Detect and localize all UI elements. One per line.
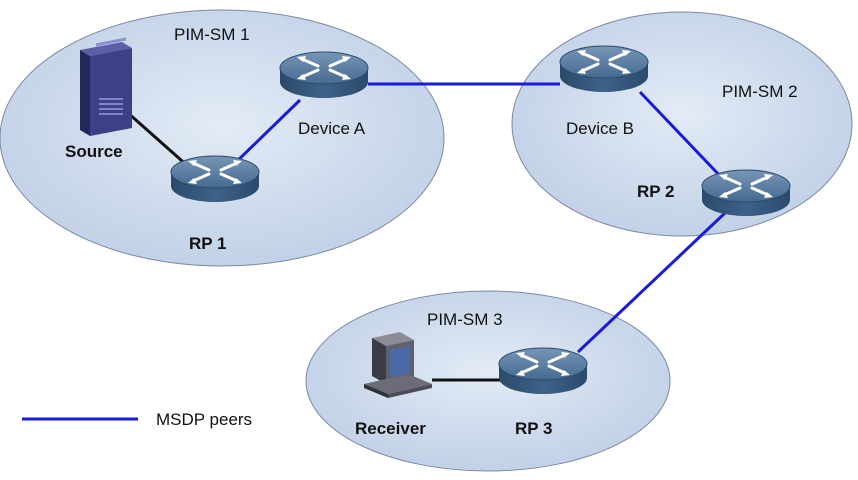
node-label-source: Source bbox=[65, 142, 123, 161]
router-rp3-icon bbox=[497, 346, 589, 396]
router-rp1-icon bbox=[169, 154, 261, 204]
msdp-link-device-b-rp2 bbox=[638, 90, 724, 180]
node-label-receiver: Receiver bbox=[355, 419, 426, 438]
legend: MSDP peers bbox=[22, 410, 252, 429]
domain-label-pim-sm-1: PIM-SM 1 bbox=[174, 25, 250, 44]
node-label-device-b: Device B bbox=[566, 119, 634, 138]
link-source-rp1 bbox=[127, 111, 191, 170]
router-rp2-icon bbox=[700, 168, 792, 218]
msdp-link-rp1-device-a bbox=[228, 98, 302, 170]
legend-label: MSDP peers bbox=[156, 410, 252, 429]
node-label-device-a: Device A bbox=[298, 119, 366, 138]
node-label-rp1: RP 1 bbox=[189, 234, 227, 253]
server-icon bbox=[80, 37, 132, 136]
domain-label-pim-sm-2: PIM-SM 2 bbox=[722, 82, 798, 101]
domain-label-pim-sm-3: PIM-SM 3 bbox=[427, 310, 503, 329]
domain-pim-sm-2 bbox=[511, 11, 853, 237]
router-device-a-icon bbox=[278, 50, 370, 100]
router-device-b-icon bbox=[558, 44, 650, 94]
msdp-link-rp2-rp3 bbox=[576, 210, 728, 354]
computer-icon bbox=[364, 332, 432, 398]
node-label-rp3: RP 3 bbox=[515, 419, 553, 438]
domain-pim-sm-1 bbox=[0, 9, 445, 267]
node-label-rp2: RP 2 bbox=[637, 182, 675, 201]
